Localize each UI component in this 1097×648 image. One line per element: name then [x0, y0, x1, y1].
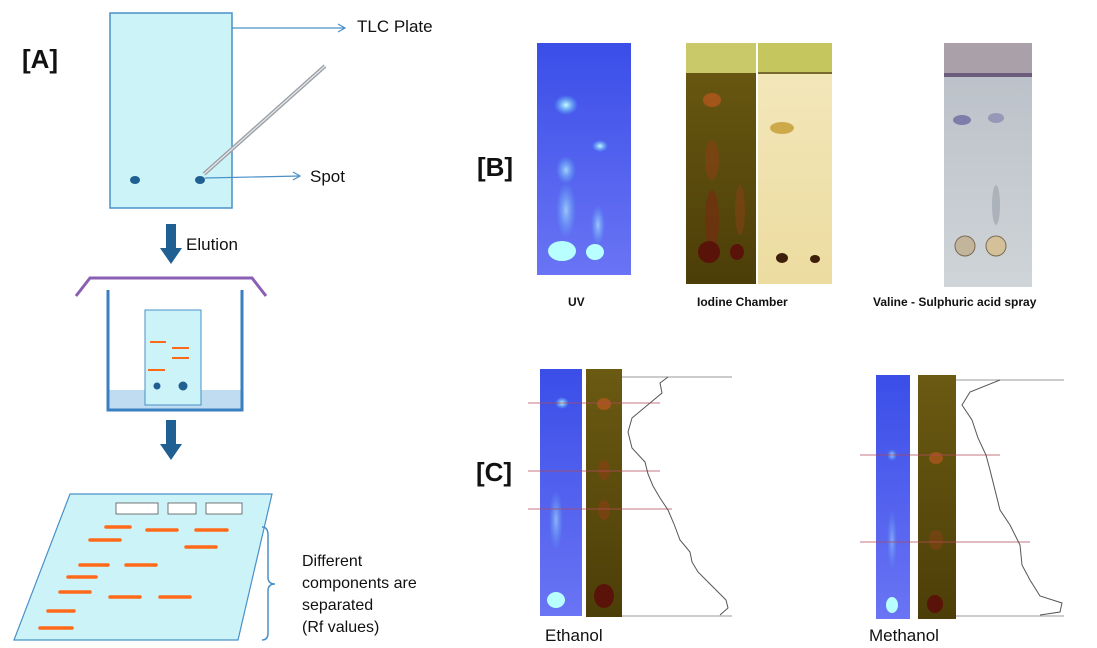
caption-uv: UV	[568, 295, 585, 309]
down-arrow	[166, 224, 176, 250]
panel-c-label: [C]	[476, 457, 513, 487]
ethanol-rf-lines	[528, 402, 672, 510]
desc-line: components are	[302, 575, 417, 592]
sample-spot	[130, 176, 140, 184]
iodine-plate-developed	[758, 43, 832, 284]
result-brace	[261, 526, 276, 641]
caption-ethanol: Ethanol	[545, 626, 603, 645]
desc-line: Different	[302, 553, 363, 570]
methanol-iodine-plate	[918, 375, 956, 619]
desc-line: (Rf values)	[302, 619, 380, 636]
spot-label: Spot	[310, 167, 345, 186]
methanol-uv-plate	[876, 375, 910, 619]
tlc-plate-label: TLC Plate	[357, 17, 433, 36]
down-arrow	[166, 420, 176, 446]
developed-plate	[13, 493, 273, 641]
separation-description: Different components are separated (Rf v…	[302, 551, 492, 639]
desc-line: separated	[302, 597, 374, 614]
caption-iodine: Iodine Chamber	[697, 295, 788, 309]
methanol-rf-lines	[860, 454, 1030, 543]
uv-plate	[537, 43, 631, 275]
sample-spot	[195, 176, 205, 184]
elution-label: Elution	[186, 235, 238, 254]
developing-chamber	[106, 290, 244, 412]
caption-spray: Valine - Sulphuric acid spray	[873, 295, 1037, 309]
chamber-lid	[74, 276, 268, 297]
ethanol-densitogram	[627, 376, 729, 616]
iodine-plate	[686, 43, 756, 284]
spot-pointer	[204, 175, 301, 179]
caption-methanol: Methanol	[869, 626, 939, 645]
ethanol-iodine-plate	[586, 369, 622, 617]
tlc-plate	[109, 12, 233, 209]
ethanol-uv-plate	[540, 369, 582, 616]
separated-bands	[38, 525, 229, 630]
panel-a-label: [A]	[22, 44, 59, 74]
panel-b-label: [B]	[477, 152, 514, 182]
methanol-densitogram	[961, 379, 1063, 616]
